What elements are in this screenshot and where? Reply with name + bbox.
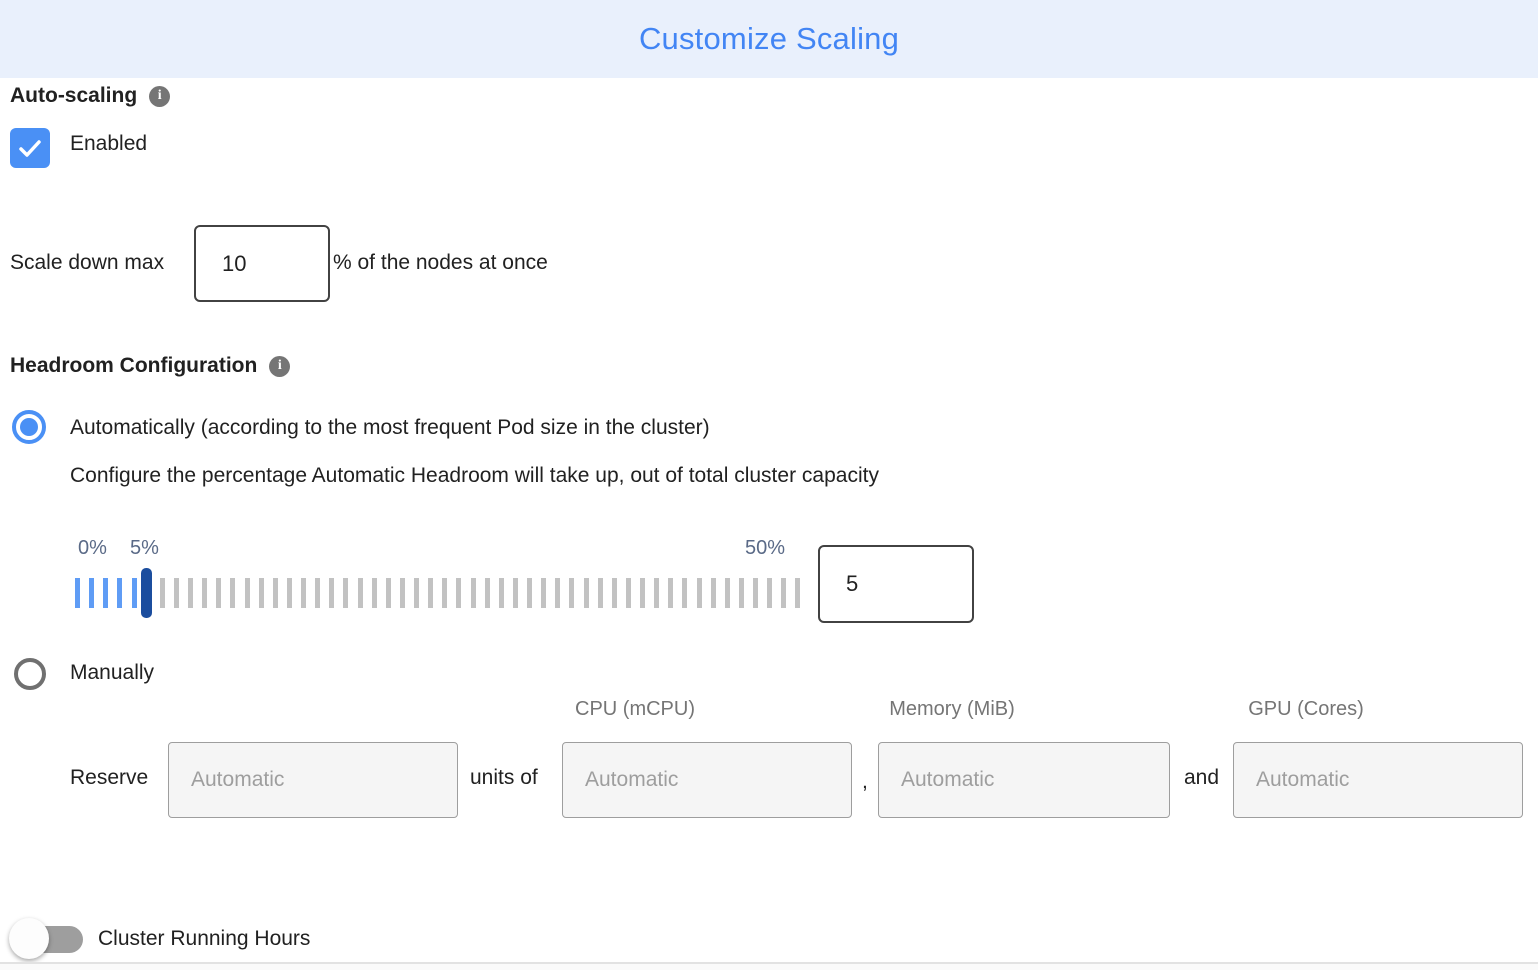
- slider-tick: [286, 578, 292, 608]
- column-header-memory: Memory (MiB): [889, 698, 1015, 720]
- reserve-units-input[interactable]: [168, 742, 458, 818]
- slider-tick: [597, 578, 603, 608]
- enabled-label: Enabled: [70, 132, 148, 155]
- comma-separator: ,: [862, 770, 868, 793]
- slider-tick: [611, 578, 617, 608]
- slider-tick: [654, 578, 660, 608]
- slider-tick: [569, 578, 575, 608]
- headroom-section-label: Headroom Configuration i: [10, 354, 291, 378]
- slider-tick: [795, 578, 801, 608]
- slider-tick: [371, 578, 377, 608]
- slider-tick: [498, 578, 504, 608]
- slider-tick: [682, 578, 688, 608]
- slider-tick: [343, 578, 349, 608]
- auto-scaling-label: Auto-scaling: [10, 84, 138, 107]
- panel-header: Customize Scaling: [0, 0, 1538, 78]
- slider-tick: [541, 578, 547, 608]
- headroom-manual-label[interactable]: Manually: [70, 661, 155, 684]
- slider-tick: [414, 578, 419, 608]
- slider-tick: [527, 578, 532, 608]
- slider-tick: [315, 578, 321, 608]
- slider-current-label: 5%: [130, 537, 159, 559]
- headroom-slider-tickbar[interactable]: [75, 578, 801, 608]
- slider-tick: [272, 578, 278, 608]
- slider-tick: [89, 578, 95, 608]
- reserve-gpu-input[interactable]: [1233, 742, 1523, 818]
- scale-down-max-input[interactable]: [194, 225, 330, 302]
- scale-down-suffix: % of the nodes at once: [333, 251, 548, 274]
- headroom-automatic-label[interactable]: Automatically (according to the most fre…: [70, 416, 710, 439]
- slider-min-label: 0%: [78, 537, 107, 559]
- headroom-automatic-radio[interactable]: [12, 410, 46, 444]
- slider-tick: [640, 578, 645, 608]
- column-header-gpu: GPU (Cores): [1248, 698, 1364, 720]
- headroom-slider-handle[interactable]: [141, 568, 152, 618]
- slider-tick: [75, 578, 80, 608]
- slider-tick: [583, 578, 589, 608]
- auto-scaling-section-label: Auto-scaling i: [10, 84, 171, 108]
- bottom-divider: [0, 962, 1538, 970]
- slider-tick: [159, 578, 165, 608]
- slider-tick: [428, 578, 434, 608]
- slider-tick: [668, 578, 674, 608]
- scale-down-prefix: Scale down max: [10, 251, 165, 274]
- slider-tick: [767, 578, 773, 608]
- headroom-automatic-description: Configure the percentage Automatic Headr…: [70, 464, 879, 487]
- slider-tick: [724, 578, 730, 608]
- slider-tick: [555, 578, 561, 608]
- slider-tick: [385, 578, 391, 608]
- units-of-label: units of: [470, 766, 538, 789]
- slider-tick: [188, 578, 193, 608]
- slider-tick: [117, 578, 123, 608]
- slider-tick: [244, 578, 250, 608]
- toggle-knob[interactable]: [9, 918, 49, 959]
- slider-tick: [625, 578, 631, 608]
- check-icon: [19, 140, 41, 157]
- slider-tick: [173, 578, 179, 608]
- column-header-cpu: CPU (mCPU): [575, 698, 695, 720]
- slider-tick: [512, 578, 518, 608]
- slider-tick: [781, 578, 787, 608]
- info-icon[interactable]: i: [269, 355, 291, 377]
- headroom-percentage-input[interactable]: [818, 545, 974, 623]
- page-title: Customize Scaling: [638, 21, 900, 56]
- headroom-label: Headroom Configuration: [10, 354, 258, 377]
- slider-max-label: 50%: [745, 537, 786, 559]
- auto-scaling-enabled-checkbox[interactable]: [10, 128, 50, 168]
- reserve-memory-input[interactable]: [878, 742, 1170, 818]
- slider-tick: [216, 578, 222, 608]
- slider-tick: [202, 578, 208, 608]
- reserve-label: Reserve: [70, 766, 149, 789]
- slider-tick: [456, 578, 462, 608]
- radio-dot: [20, 418, 38, 436]
- slider-tick: [301, 578, 306, 608]
- slider-tick: [399, 578, 405, 608]
- slider-tick: [329, 578, 335, 608]
- slider-tick: [230, 578, 236, 608]
- slider-tick: [738, 578, 744, 608]
- cluster-running-hours-label: Cluster Running Hours: [98, 927, 311, 950]
- slider-tick: [484, 578, 490, 608]
- slider-tick: [131, 578, 137, 608]
- slider-tick: [442, 578, 448, 608]
- slider-tick: [710, 578, 716, 608]
- reserve-cpu-input[interactable]: [562, 742, 852, 818]
- info-icon[interactable]: i: [149, 85, 171, 107]
- slider-tick: [103, 578, 109, 608]
- slider-tick: [753, 578, 758, 608]
- and-label: and: [1184, 766, 1220, 789]
- slider-tick: [470, 578, 476, 608]
- slider-tick: [258, 578, 264, 608]
- slider-tick: [696, 578, 702, 608]
- headroom-manual-radio[interactable]: [14, 658, 46, 690]
- slider-tick: [357, 578, 363, 608]
